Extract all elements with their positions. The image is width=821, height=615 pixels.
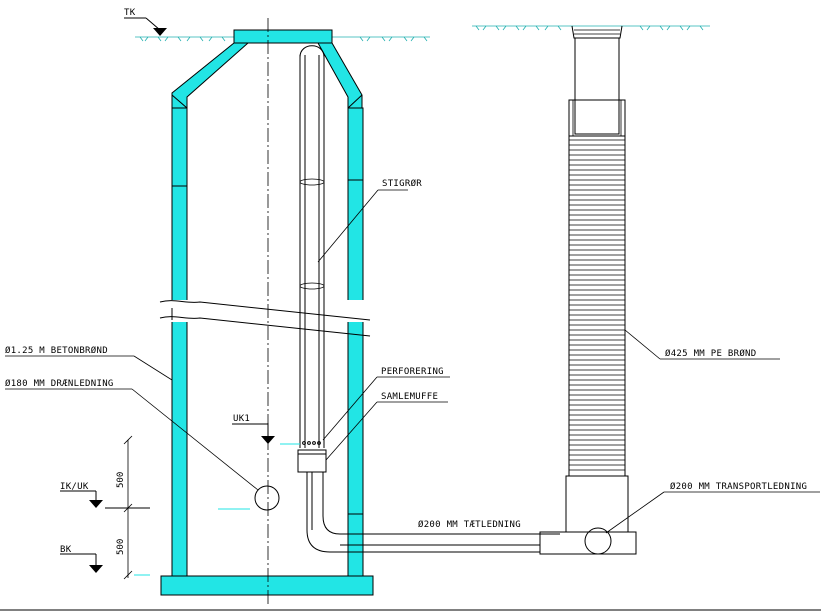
drain-pipe-section [218, 485, 280, 511]
label-transportledning: Ø200 MM TRANSPORTLEDNING [605, 481, 820, 534]
svg-text:PERFORERING: PERFORERING [381, 367, 444, 377]
tk-level-marker: TK [124, 8, 167, 36]
ik-uk-label: IK/UK [60, 482, 89, 492]
dimension-lower: 500 [116, 539, 126, 555]
dimension-upper: 500 [116, 472, 126, 488]
concrete-well [160, 29, 374, 596]
tight-pipe [330, 513, 560, 553]
dimension-chain: 500 500 [116, 435, 133, 580]
label-draenledning: Ø180 MM DRÆNLEDNING [5, 378, 259, 491]
ik-uk-level-marker: IK/UK [60, 482, 150, 509]
transport-pipe-section [584, 527, 612, 555]
svg-text:STIGRØR: STIGRØR [382, 178, 422, 189]
label-perforering: PERFORERING [322, 367, 450, 441]
uk1-label: UK1 [233, 414, 250, 424]
collection-sleeve [297, 449, 327, 473]
label-pe-brond: Ø425 MM PE BRØND [624, 329, 780, 360]
pe-well [539, 25, 637, 555]
label-taetledning: Ø200 MM TÆTLEDNING [418, 519, 521, 530]
tk-label: TK [124, 8, 136, 18]
svg-text:Ø200 MM TRANSPORTLEDNING: Ø200 MM TRANSPORTLEDNING [670, 481, 807, 492]
svg-text:Ø200 MM TÆTLEDNING: Ø200 MM TÆTLEDNING [418, 519, 521, 530]
bk-level-marker: BK [60, 545, 150, 576]
label-stigror: STIGRØR [317, 178, 422, 263]
svg-text:Ø180 MM DRÆNLEDNING: Ø180 MM DRÆNLEDNING [5, 378, 114, 389]
uk1-level-marker: UK1 [232, 414, 300, 445]
corrugations [569, 139, 625, 471]
svg-text:Ø1.25 M BETONBRØND: Ø1.25 M BETONBRØND [5, 345, 108, 356]
bk-label: BK [60, 545, 72, 555]
svg-text:Ø425 MM PE BRØND: Ø425 MM PE BRØND [665, 348, 757, 359]
label-samlemuffe: SAMLEMUFFE [325, 392, 448, 461]
ground-right [472, 25, 710, 31]
label-betonbrond: Ø1.25 M BETONBRØND [5, 345, 173, 381]
perforation-holes [302, 441, 321, 445]
riser-pipe [297, 45, 341, 553]
svg-text:SAMLEMUFFE: SAMLEMUFFE [381, 392, 438, 402]
break-lines [159, 300, 375, 337]
